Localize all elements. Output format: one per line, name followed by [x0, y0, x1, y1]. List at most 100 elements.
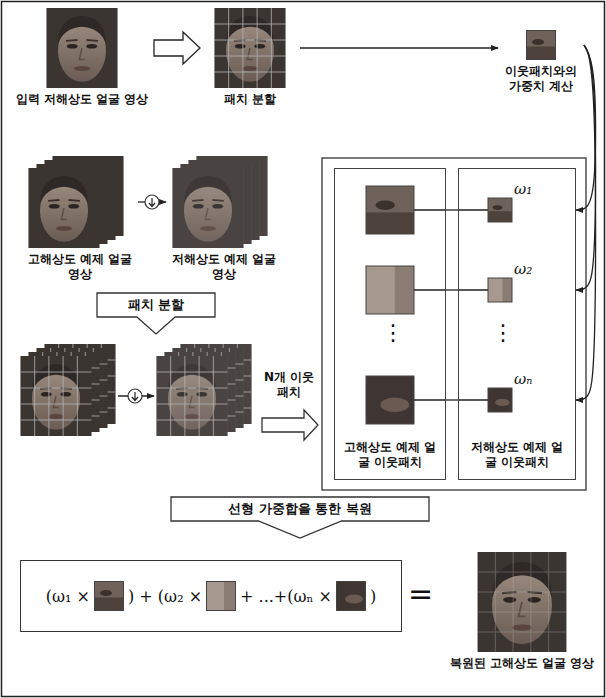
equation-box: (ω₁ ×) + (ω₂ ×+ ...+(ωₙ ×)	[20, 560, 402, 632]
grid-layer	[20, 356, 91, 436]
face-image	[172, 156, 276, 248]
patch-link	[446, 289, 458, 290]
patch-outline	[488, 388, 512, 412]
neighbor-count: N개 이웃패치	[260, 370, 318, 400]
hr-neighbor-patches	[366, 186, 414, 424]
lr-patch	[488, 278, 512, 302]
symbol-arrow	[132, 392, 138, 401]
image-layer	[206, 581, 236, 611]
ellipsis-mark: ⋮	[492, 322, 514, 344]
lr-example-stack: 저해상도 예제 얼굴 영상	[166, 156, 282, 282]
equation-term: )	[370, 587, 376, 606]
hollow-arrow	[154, 32, 200, 64]
process-banner: 패치 분할	[96, 292, 216, 335]
face-image	[28, 156, 132, 248]
lr-patch	[488, 198, 512, 222]
image-layer	[478, 552, 567, 652]
input-face-image: 입력 저해상도 얼굴 영상	[10, 8, 154, 107]
patch-outline	[336, 582, 365, 611]
weight-symbol: ωₙ	[514, 370, 532, 388]
caption: 입력 저해상도 얼굴 영상	[10, 92, 154, 107]
weight-curve	[576, 45, 596, 400]
column-label: 저해상도 예제 얼굴 이웃패치	[467, 440, 567, 471]
patch-outline	[488, 278, 512, 302]
lr-patch	[488, 388, 512, 412]
symbol-circle	[128, 389, 142, 403]
patch-grid-image: 패치 분할	[200, 8, 300, 107]
equation-term: (ω₁ ×	[46, 587, 90, 606]
caption: 복원된 고해상도 얼굴 영상	[444, 656, 600, 671]
patch-outline	[366, 376, 414, 424]
query-patch: 이웃패치와의 가중치 계산	[498, 30, 584, 94]
image-layer	[526, 30, 556, 60]
hr-patch	[366, 376, 414, 424]
hollow-arrow	[262, 410, 318, 440]
hr-patch-stack	[20, 344, 115, 436]
weight-symbol: ω₂	[514, 260, 532, 278]
patch-outline	[207, 582, 236, 611]
lr-patch-stack	[156, 344, 252, 436]
image-layer	[28, 168, 99, 248]
caption: 고해상도 예제 얼굴 영상	[22, 252, 138, 282]
banner-text: 패치 분할	[106, 297, 206, 313]
equation-term: ) + (ω₂ ×	[128, 587, 202, 606]
pair-line	[414, 210, 488, 400]
patch-image	[336, 581, 366, 611]
patch-outline	[527, 31, 556, 60]
patch-link	[446, 209, 458, 210]
banner-outline	[97, 293, 215, 334]
hr-example-stack: 고해상도 예제 얼굴 영상	[22, 156, 138, 282]
face-image	[46, 8, 118, 88]
image-layer	[46, 8, 117, 88]
face-image	[214, 8, 286, 88]
patch-column: 저해상도 예제 얼굴 이웃패치	[458, 168, 576, 480]
image-layer	[214, 8, 285, 88]
caption: 저해상도 예제 얼굴 영상	[166, 252, 282, 282]
image-layer	[94, 581, 124, 611]
patch-image	[206, 581, 236, 611]
banner-outline	[171, 497, 429, 538]
grid-layer	[156, 356, 227, 436]
face-image	[526, 30, 556, 60]
ellipsis-mark: ⋮	[382, 322, 404, 344]
image-layer	[478, 552, 567, 652]
weight-curve	[576, 45, 596, 210]
blur-haze	[156, 356, 228, 436]
caption: 패치 분할	[200, 92, 300, 107]
edge-group	[138, 32, 596, 400]
patch-image	[94, 581, 124, 611]
ellipsis-mark: ⋮	[382, 322, 404, 344]
weight-symbol: ω₂	[514, 260, 532, 278]
face-image	[468, 552, 576, 652]
weight-symbol: ωₙ	[514, 370, 532, 388]
weight-symbol: ω₁	[514, 180, 532, 198]
symbol-circle	[145, 195, 159, 209]
face-layer	[156, 356, 227, 436]
banner-text: 선형 가중합을 통한 복원	[180, 501, 420, 517]
face-layer	[20, 356, 91, 436]
patch-outline	[366, 186, 414, 234]
process-banner: 선형 가중합을 통한 복원	[170, 496, 430, 539]
image-layer	[172, 168, 243, 248]
neighbor-panel	[322, 158, 586, 490]
ellipsis-mark: ⋮	[492, 322, 514, 344]
equals-sign: =	[408, 576, 433, 612]
downsample-symbol	[145, 195, 159, 209]
patch-outline	[366, 266, 414, 314]
equals-sign: =	[408, 576, 433, 612]
caption: 이웃패치와의 가중치 계산	[498, 64, 584, 94]
patch-outline	[95, 582, 124, 611]
neighbor-count: N개 이웃패치	[260, 370, 318, 400]
flow-arrow	[300, 47, 498, 48]
patch-outline	[488, 198, 512, 222]
downsample-symbol	[128, 389, 142, 403]
column-label: 고해상도 예제 얼굴 이웃패치	[343, 440, 437, 471]
image-layer	[336, 581, 366, 611]
output-face-image: 복원된 고해상도 얼굴 영상	[444, 552, 600, 671]
blur-haze	[172, 168, 244, 248]
image-layer	[214, 8, 285, 88]
patch-link	[446, 399, 458, 400]
lr-neighbor-patches	[488, 198, 512, 412]
